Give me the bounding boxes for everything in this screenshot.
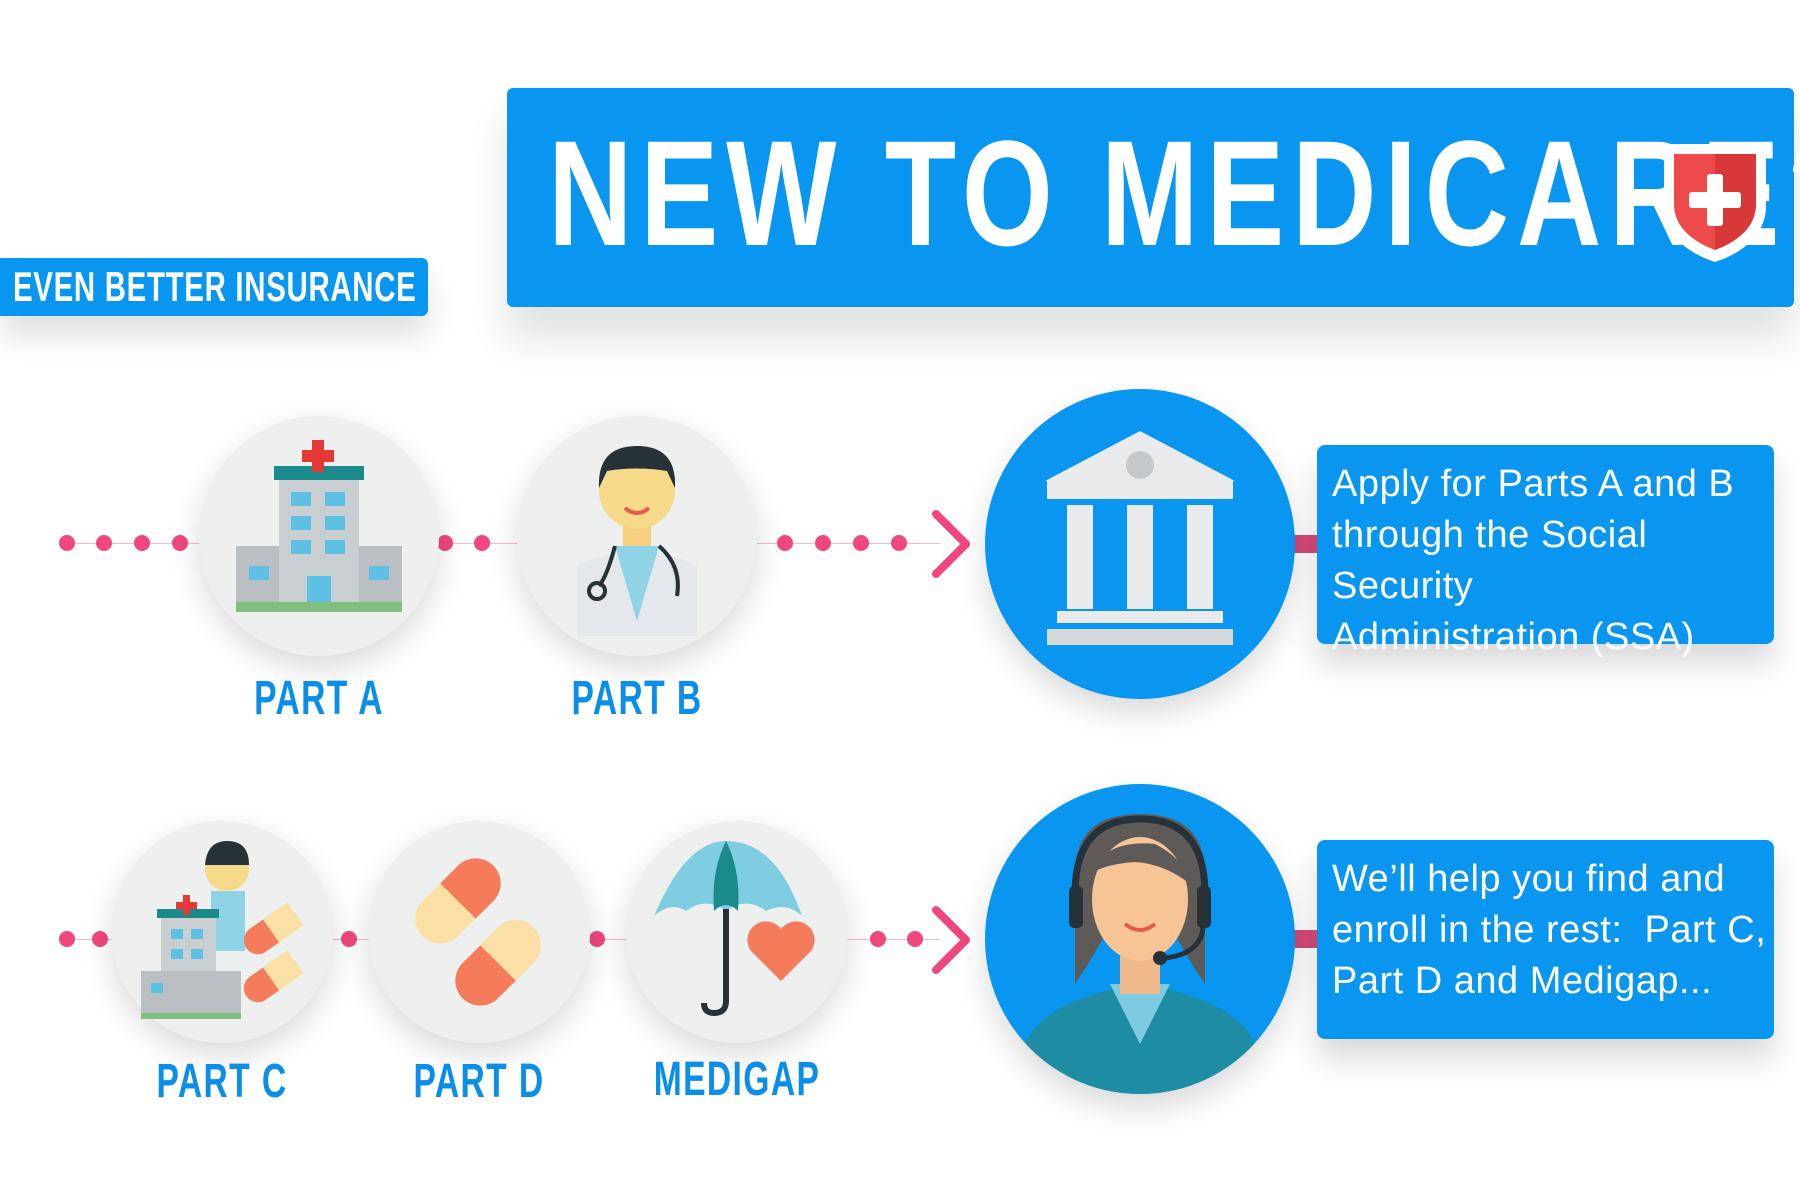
connector-dot: [907, 931, 923, 947]
connector-dot: [870, 931, 886, 947]
connector-dot: [853, 535, 869, 551]
description-line: through the Social Security: [1332, 514, 1648, 607]
connector-dot: [92, 931, 108, 947]
ssa-description-box: Apply for Parts A and B through the Soci…: [1317, 445, 1774, 658]
ssa-circle[interactable]: [985, 389, 1295, 699]
part-d-label: PART D: [413, 1055, 545, 1108]
description-line: Administration (SSA): [1332, 616, 1695, 658]
enroll-description-box: We’ll help you find and enroll in the re…: [1317, 840, 1774, 1039]
connector-dot: [777, 535, 793, 551]
pills-icon: [415, 858, 541, 1006]
connector-dot: [59, 535, 75, 551]
description-line: Apply for Parts A and B: [1332, 463, 1735, 505]
hospital-doctor-pills-icon: [141, 841, 304, 1019]
connector-dot: [437, 535, 453, 551]
connector-dot: [172, 535, 188, 551]
connector-dot: [96, 535, 112, 551]
description-line: Part D and Medigap...: [1332, 960, 1713, 1002]
connector-bar: [1290, 535, 1320, 553]
part-a-circle[interactable]: [199, 416, 439, 656]
agent-circle[interactable]: [985, 784, 1295, 1094]
hospital-icon: [236, 440, 402, 612]
page-title: NEW TO MEDICARE?: [548, 109, 1800, 277]
connector-dot: [474, 535, 490, 551]
connector-dot: [341, 931, 357, 947]
connector-dot: [891, 535, 907, 551]
doctor-icon: [577, 446, 697, 636]
connector-bar: [1290, 930, 1320, 948]
part-c-circle[interactable]: [111, 821, 333, 1043]
part-c-label: PART C: [156, 1055, 288, 1108]
part-b-circle[interactable]: [517, 416, 757, 656]
chevron-right-icon: [932, 906, 970, 974]
description-line: We’ll help you find and: [1332, 858, 1726, 900]
umbrella-heart-icon: [654, 841, 815, 1017]
description-line: enroll in the rest: Part C,: [1332, 909, 1767, 951]
connector-dot: [815, 535, 831, 551]
chevron-right-icon: [932, 510, 970, 578]
connector-line: [60, 543, 940, 544]
connector-dot: [589, 931, 605, 947]
connector-dot: [59, 931, 75, 947]
brand-tag: EVEN BETTER INSURANCE: [0, 258, 428, 316]
government-building-icon: [1045, 431, 1235, 645]
part-d-circle[interactable]: [368, 821, 590, 1043]
medigap-circle[interactable]: [626, 821, 848, 1043]
medigap-label: MEDIGAP: [653, 1053, 821, 1106]
title-banner: [507, 88, 1794, 307]
part-b-label: PART B: [571, 672, 703, 725]
connector-dot: [134, 535, 150, 551]
brand-name: EVEN BETTER INSURANCE: [13, 263, 417, 310]
shield-cross-icon: [1664, 144, 1766, 262]
support-agent-icon: [1025, 814, 1255, 1094]
part-a-label: PART A: [254, 672, 384, 725]
